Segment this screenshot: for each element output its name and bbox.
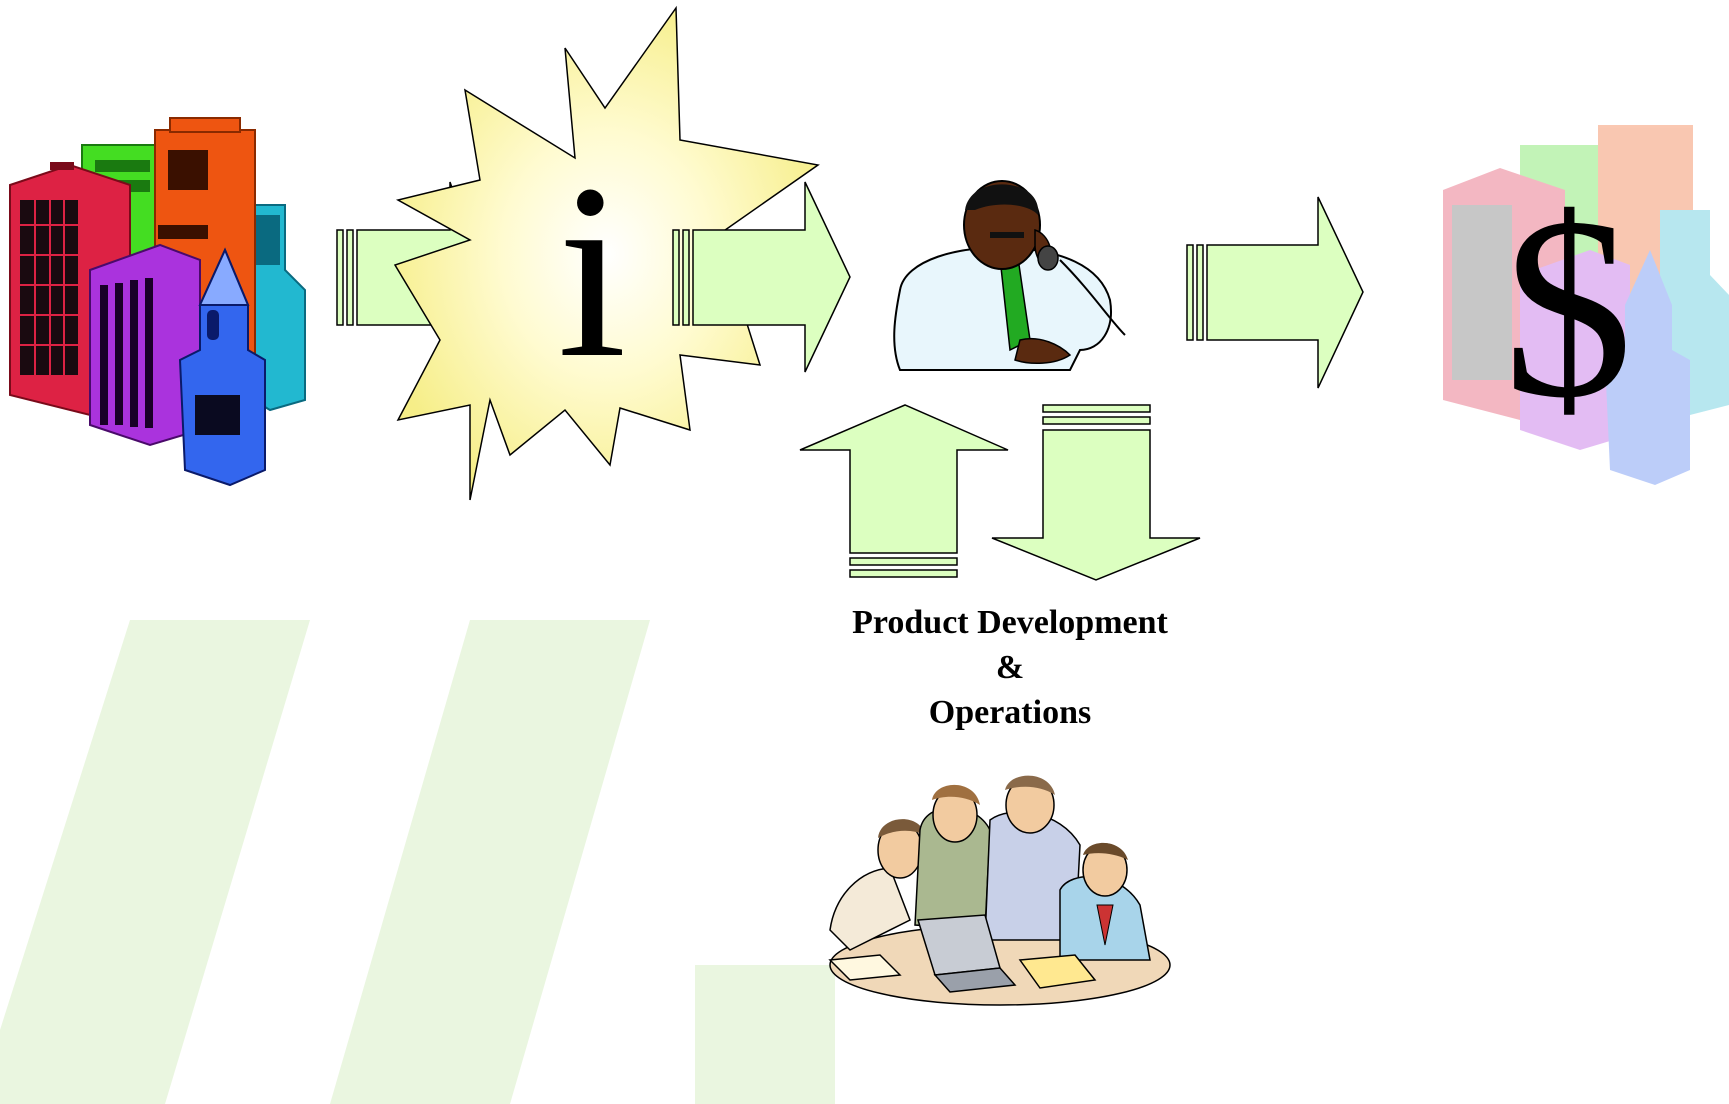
flow-arrow-2 xyxy=(672,181,851,373)
caption-line-1: Product Development xyxy=(852,604,1168,641)
city-buildings-icon xyxy=(9,117,306,487)
caption-line-2: & xyxy=(995,649,1025,686)
businessman-on-phone-icon xyxy=(893,180,1126,371)
info-symbol: i xyxy=(557,133,626,410)
process-caption: Product Development & Operations xyxy=(800,600,1220,735)
flow-arrow-3 xyxy=(1186,196,1364,389)
team-meeting-icon xyxy=(828,775,1171,1006)
watermark-slash-left xyxy=(0,620,310,1104)
up-arrow xyxy=(799,404,1009,578)
watermark-slash-right xyxy=(330,620,650,1104)
down-arrow xyxy=(991,404,1201,581)
money-symbol: $ xyxy=(1503,164,1633,452)
dollar-city-icon xyxy=(1443,125,1729,485)
watermark-block xyxy=(695,965,835,1104)
information-burst-icon: i xyxy=(393,5,820,501)
caption-line-3: Operations xyxy=(928,694,1092,731)
